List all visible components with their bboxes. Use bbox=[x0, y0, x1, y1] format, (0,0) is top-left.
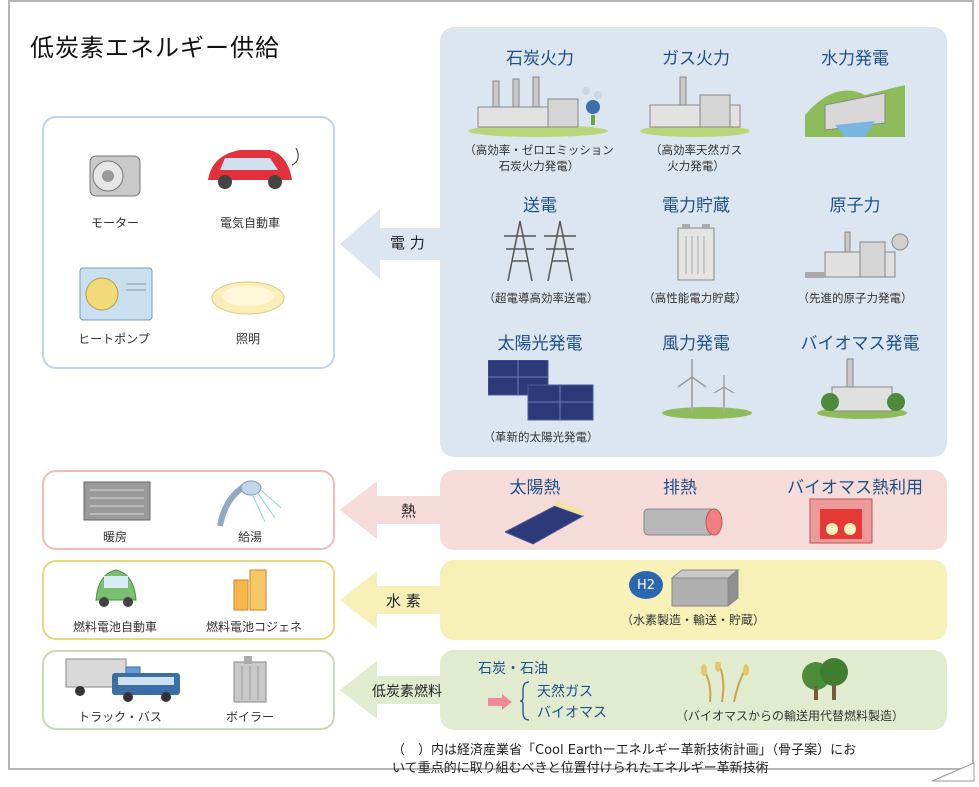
shower-icon bbox=[217, 480, 282, 527]
tech-title-biomass-power: バイオマス発電 bbox=[800, 334, 920, 354]
tech-title-solar-pv: 太陽光発電 bbox=[497, 334, 583, 354]
use-lighting: 照明 bbox=[235, 332, 260, 346]
tech-note-coal-1: （高効率・ゼロエミッション bbox=[464, 143, 614, 157]
electric-label: 電 力 bbox=[390, 234, 425, 252]
coal-plant-icon bbox=[468, 76, 608, 137]
use-heating: 暖房 bbox=[102, 530, 127, 544]
heat-tech-solar-thermal: 太陽熱 bbox=[509, 478, 561, 498]
heat-tech-waste-heat: 排熱 bbox=[663, 478, 697, 498]
tech-title-hydro: 水力発電 bbox=[821, 49, 889, 69]
fuel-tech-panel bbox=[440, 650, 947, 730]
fuel-small-arrow bbox=[488, 694, 512, 710]
tech-note-nuclear: （先進的原子力発電） bbox=[797, 291, 913, 305]
fuel-cell-car-icon bbox=[95, 569, 137, 607]
use-motor: モーター bbox=[90, 216, 139, 230]
tech-title-transmission: 送電 bbox=[523, 196, 557, 216]
trees-icon bbox=[802, 658, 848, 700]
tech-note-storage: （高性能電力貯蔵） bbox=[643, 291, 747, 305]
fuel-coal-oil: 石炭・石油 bbox=[478, 661, 548, 677]
fuel-note: （バイオマスからの輸送用代替燃料製造） bbox=[675, 709, 904, 723]
hydrogen-arrow bbox=[340, 571, 443, 629]
battery-icon bbox=[677, 224, 715, 281]
heat-label: 熱 bbox=[401, 502, 417, 520]
heat-arrow bbox=[340, 481, 443, 539]
tech-title-gas: ガス火力 bbox=[662, 49, 730, 69]
heat-pump-icon bbox=[79, 267, 153, 321]
hydrogen-tank-icon bbox=[670, 568, 740, 608]
hydrogen-label: 水 素 bbox=[386, 592, 421, 610]
tech-note-solar-pv: （革新的太陽光発電） bbox=[483, 430, 599, 444]
tech-note-gas-1: （高効率天然ガス bbox=[650, 143, 742, 157]
biomass-furnace-icon bbox=[809, 498, 873, 544]
page-corner-icon bbox=[931, 762, 975, 782]
use-hot-water: 給湯 bbox=[237, 530, 262, 544]
page-title: 低炭素エネルギー供給 bbox=[30, 34, 280, 62]
use-truck-bus: トラック・バス bbox=[78, 710, 162, 724]
nuclear-plant-icon bbox=[805, 231, 909, 278]
use-fuel-cell-cogen: 燃料電池コジェネ bbox=[205, 620, 302, 634]
electric-car-icon bbox=[208, 147, 299, 189]
tech-note-transmission: （超電導高効率送電） bbox=[483, 291, 599, 305]
fuel-label: 低炭素燃料 bbox=[372, 684, 442, 700]
footnote-line-2: いて重点的に取り組むべきと位置付けられたエネルギー革新技術 bbox=[392, 761, 769, 776]
use-heat-pump: ヒートポンプ bbox=[78, 332, 150, 346]
biomass-plant-icon bbox=[817, 358, 907, 419]
fuel-arrow bbox=[340, 661, 443, 719]
use-boiler: ボイラー bbox=[225, 710, 274, 724]
solar-thermal-icon bbox=[505, 500, 585, 545]
truck-bus-icon bbox=[65, 658, 180, 702]
tech-note-gas-2: 火力発電） bbox=[667, 159, 725, 173]
boiler-icon bbox=[233, 656, 267, 703]
gas-plant-icon bbox=[640, 76, 750, 137]
fuel-cell-cogen-icon bbox=[233, 569, 267, 611]
heater-icon bbox=[83, 481, 151, 521]
fuel-biomass: バイオマス bbox=[537, 705, 607, 721]
heat-tech-biomass: バイオマス熱利用 bbox=[787, 478, 923, 498]
transmission-tower-icon bbox=[504, 221, 576, 282]
wind-turbine-icon bbox=[662, 359, 752, 419]
solar-panel-icon bbox=[488, 360, 594, 421]
lighting-icon bbox=[211, 281, 285, 315]
hydro-dam-icon bbox=[805, 85, 905, 137]
hydrogen-badge: H2 bbox=[636, 578, 656, 593]
tech-note-coal-2: 石炭火力発電） bbox=[498, 159, 580, 173]
pipe-icon bbox=[643, 508, 723, 536]
hydrogen-use-box bbox=[42, 560, 335, 640]
footnote: （ ）内は経済産業省「Cool Earthーエネルギー革新技術計画」（骨子案）に… bbox=[392, 742, 856, 778]
hydrogen-badge-icon bbox=[629, 571, 663, 599]
use-electric-car: 電気自動車 bbox=[219, 216, 280, 230]
hydrogen-note: （水素製造・輸送・貯蔵） bbox=[620, 613, 765, 627]
tech-title-coal: 石炭火力 bbox=[506, 49, 574, 69]
fuel-brace bbox=[519, 681, 530, 721]
tech-title-storage: 電力貯蔵 bbox=[662, 196, 730, 216]
electric-arrow bbox=[340, 209, 443, 279]
fuel-natural-gas: 天然ガス bbox=[537, 684, 593, 700]
motor-icon bbox=[89, 155, 141, 197]
use-fuel-cell-car: 燃料電池自動車 bbox=[72, 620, 157, 634]
tech-title-nuclear: 原子力 bbox=[829, 196, 881, 216]
tech-title-wind: 風力発電 bbox=[662, 334, 730, 354]
crops-icon bbox=[701, 662, 749, 702]
footnote-line-1: （ ）内は経済産業省「Cool Earthーエネルギー革新技術計画」（骨子案）に… bbox=[392, 743, 857, 758]
